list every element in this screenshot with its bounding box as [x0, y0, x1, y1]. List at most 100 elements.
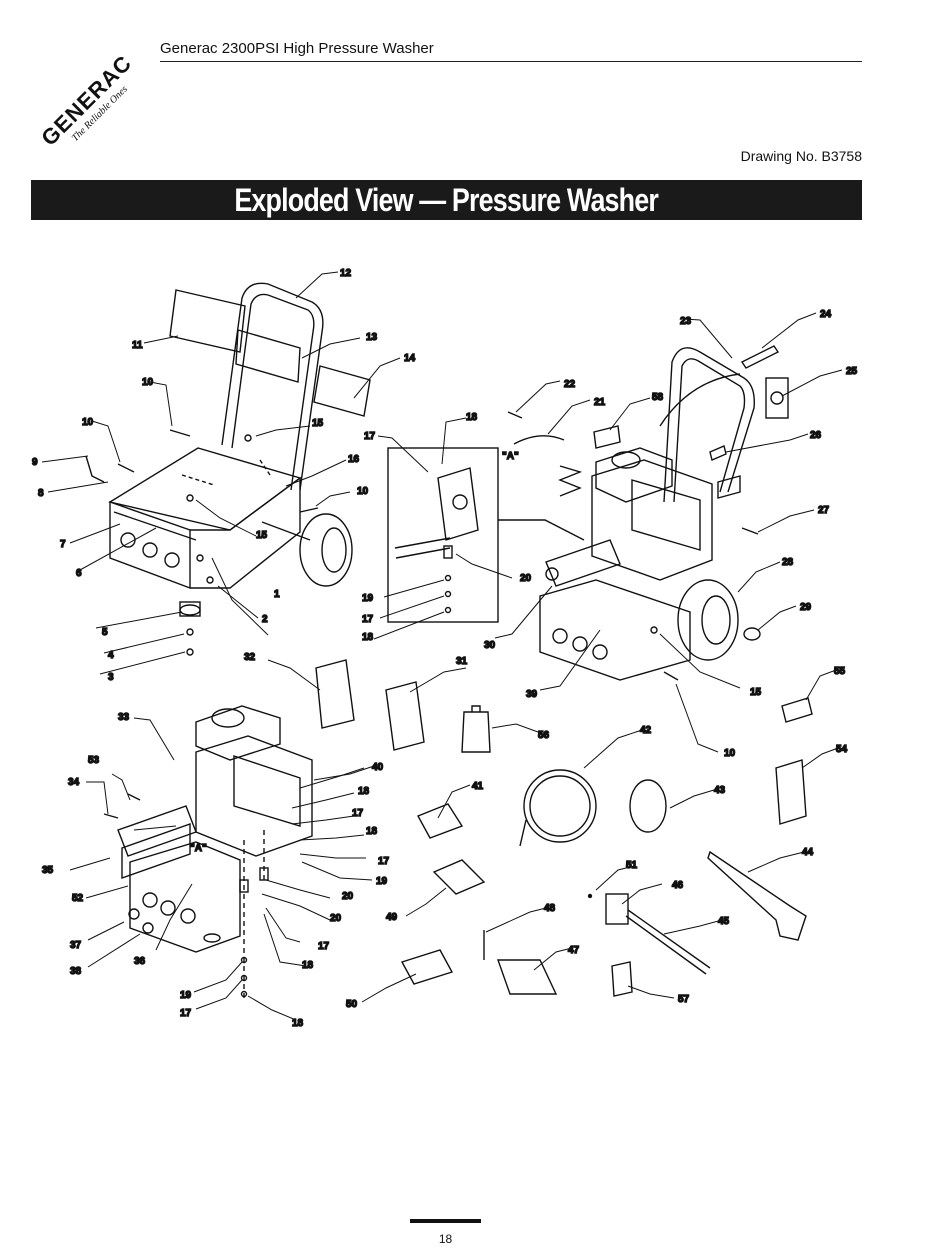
wheel-right-tire: [677, 579, 739, 661]
detail-leader: [498, 519, 585, 541]
stud-20-lower-b: [259, 867, 269, 881]
callout-20b: 20: [342, 891, 354, 902]
callout-36: 36: [134, 956, 146, 967]
callout-19a: 19: [362, 593, 374, 604]
engine-lower-recoil: [233, 755, 301, 827]
decal-13: [235, 329, 301, 383]
callout-15c: 15: [750, 687, 762, 698]
callout-19c: 19: [180, 990, 192, 1001]
callout-23: 23: [680, 316, 692, 327]
pump-shaft: [394, 537, 451, 559]
callout-30: 30: [484, 640, 496, 651]
right-frame-hole: [552, 628, 568, 644]
handle-bar-inner: [231, 293, 315, 491]
wand-45: [627, 909, 711, 969]
callout-50: 50: [346, 999, 358, 1010]
frame-assembly-left: [85, 282, 371, 656]
nozzle-set-43: [629, 779, 667, 833]
engine-block: [591, 459, 713, 581]
callout-57: 57: [678, 994, 690, 1005]
callout-33: 33: [118, 712, 130, 723]
hanger-47: [497, 959, 558, 995]
washer-4: [186, 628, 194, 636]
wand-45b: [625, 915, 707, 975]
foot-bumper: [179, 604, 201, 616]
nut-18: [444, 606, 452, 614]
callout-10b: 10: [82, 417, 94, 428]
nut-18-lower: [240, 990, 248, 998]
wheel-left-tire: [299, 513, 353, 587]
label-49: [432, 859, 486, 895]
right-frame-hole: [572, 636, 588, 652]
hose-42-end: [519, 819, 527, 847]
foot-lower: [203, 933, 221, 943]
drawing-number: Drawing No. B3758: [740, 148, 862, 164]
callout-41: 41: [472, 781, 484, 792]
wheel-left-hub: [321, 527, 347, 573]
callout-38: 38: [70, 966, 82, 977]
frame-lower-hole: [160, 900, 176, 916]
frame-top: [108, 447, 302, 531]
frame-hole: [196, 554, 204, 562]
callout-58: 58: [652, 392, 664, 403]
callout-35: 35: [42, 865, 54, 876]
callout-52: 52: [72, 893, 84, 904]
callout-42: 42: [640, 725, 652, 736]
hubcap-29: [743, 627, 761, 641]
callout-20a: 20: [520, 573, 532, 584]
callout-17b: 17: [362, 614, 374, 625]
callout-21: 21: [594, 397, 606, 408]
callout-49: 49: [386, 912, 398, 923]
fuel-tank: [595, 447, 673, 503]
callout-46: 46: [672, 880, 684, 891]
callout-37: 37: [70, 940, 82, 951]
frame-hole: [120, 532, 136, 548]
bolt-27: [741, 527, 759, 535]
hose-42: [523, 769, 597, 843]
parts-bag-41: [417, 803, 464, 839]
oil-bottle-56: [461, 705, 491, 753]
callout-20c: 20: [330, 913, 342, 924]
callout-17a: 17: [364, 431, 376, 442]
zigzag-break: [558, 465, 583, 497]
page-title-bar: Exploded View — Pressure Washer: [31, 180, 862, 220]
handle-pin-9: [85, 455, 105, 483]
wheel-right-hub: [701, 595, 731, 645]
callout-18c: 18: [358, 786, 370, 797]
callout-26: 26: [810, 430, 822, 441]
manual-32: [315, 659, 355, 729]
decal-25-dot: [770, 391, 784, 405]
clip-26: [709, 445, 727, 461]
callout-17e: 17: [318, 941, 330, 952]
handle-right-inner: [673, 358, 746, 503]
frame-lower-hole: [142, 892, 158, 908]
washer-17-lower: [240, 974, 248, 982]
callout-47: 47: [568, 945, 580, 956]
callout-3: 3: [108, 672, 114, 683]
callout-34: 34: [68, 777, 80, 788]
callout-22: 22: [564, 379, 576, 390]
footer-bar: [410, 1219, 481, 1223]
label-plate: [717, 475, 741, 499]
exploded-view-diagram: 1 2 3 4 5 6 7 8 9 10 10 10 10 11 12 13 1…: [31, 267, 858, 1029]
callout-10d: 10: [724, 748, 736, 759]
engine-recoil: [631, 479, 701, 551]
callout-7: 7: [60, 539, 66, 550]
bolt-10b: [117, 463, 135, 473]
engine-pump-lower: [103, 705, 313, 1000]
nut-15-right: [650, 626, 658, 634]
callout-18b: 18: [362, 632, 374, 643]
decal-14: [313, 365, 371, 417]
callout-6: 6: [76, 568, 82, 579]
pump-lower-block: [121, 823, 191, 879]
manual-54: [775, 759, 807, 825]
bracket-hole: [452, 494, 468, 510]
decal-55: [781, 697, 813, 723]
callout-48: 48: [544, 903, 556, 914]
callout-25: 25: [846, 366, 858, 377]
handle-bar: [221, 282, 324, 491]
document-header-title: Generac 2300PSI High Pressure Washer: [160, 40, 434, 57]
parts-bag-50: [400, 949, 454, 985]
bolt-53: [127, 793, 141, 801]
mount-stud-20: [443, 545, 453, 559]
